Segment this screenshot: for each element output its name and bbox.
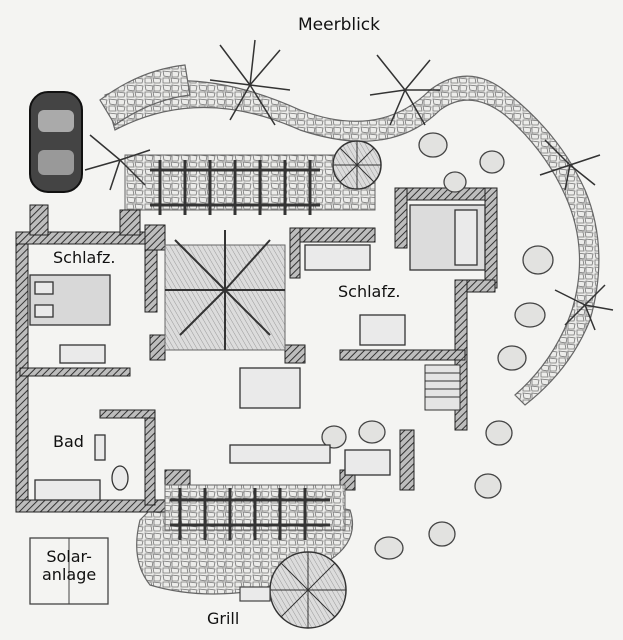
stepping-stone-icon (321, 132, 554, 560)
label-bathroom: Bad (53, 432, 84, 451)
label-sea-view: Meerblick (298, 15, 381, 35)
parasol-icon (269, 140, 382, 629)
label-bedroom-right: Schlafz. (338, 282, 401, 301)
sink-icon (34, 479, 101, 501)
label-bedroom-left: Schlafz. (53, 248, 116, 267)
house-walls (15, 187, 498, 513)
label-solar: Solar- anlage (42, 547, 97, 585)
label-grill: Grill (207, 609, 240, 628)
furniture (29, 204, 486, 501)
palm-tree-icon (84, 39, 614, 350)
lower-terrace (164, 484, 346, 540)
label-solar-line1: Solar- (46, 547, 92, 566)
garden-walkway (99, 64, 600, 406)
toilet-icon (111, 465, 129, 491)
upper-terrace (124, 154, 376, 215)
grill (239, 586, 271, 602)
car-icon (29, 91, 83, 193)
bed-icon (29, 274, 111, 326)
label-solar-line2: anlage (42, 565, 97, 585)
